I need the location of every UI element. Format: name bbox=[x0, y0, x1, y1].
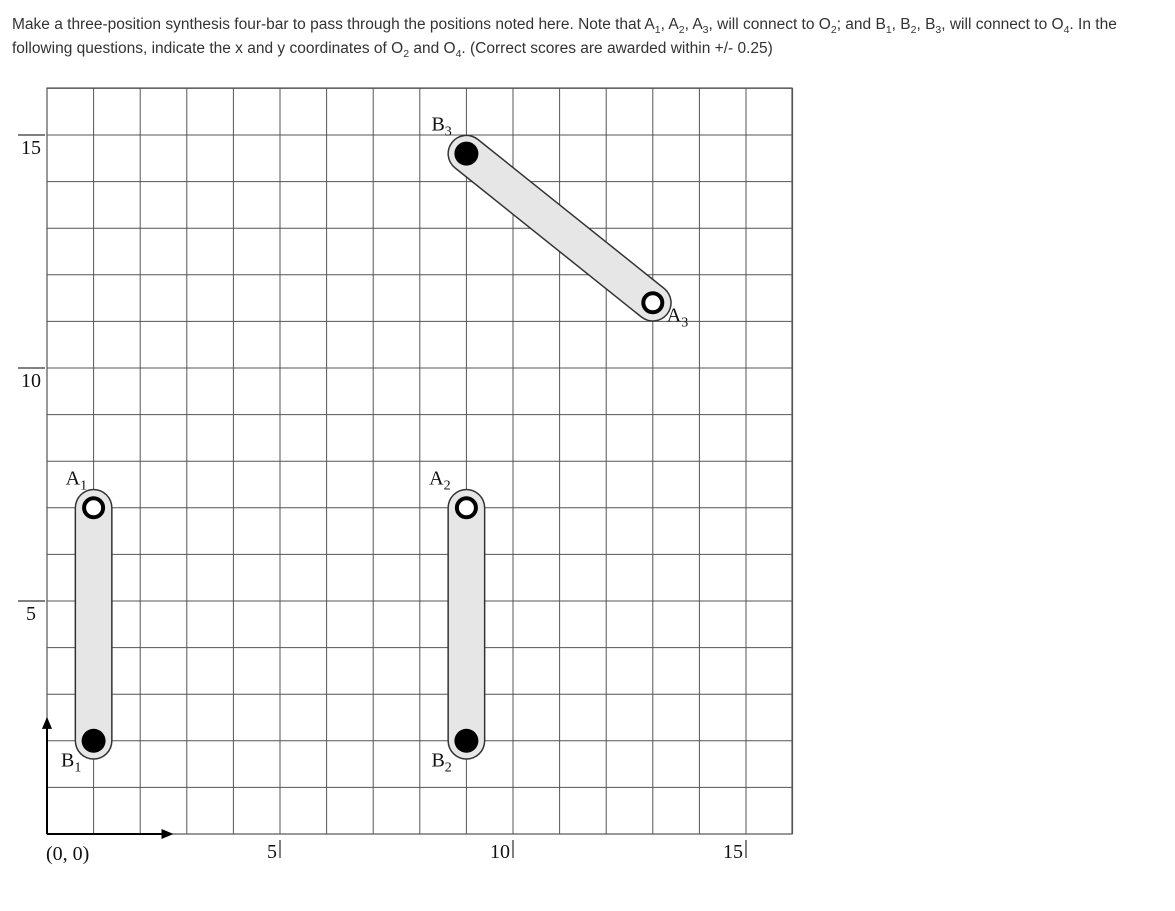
question-text-segment: , B bbox=[916, 16, 936, 33]
y-tick-label: 15 bbox=[21, 137, 41, 159]
links bbox=[74, 134, 672, 760]
point-label-subscript: 3 bbox=[445, 124, 452, 139]
point-label-b2: B2 bbox=[431, 749, 451, 775]
question-subscript: 4 bbox=[455, 48, 462, 61]
question-text-segment: . (Correct scores are awarded within +/-… bbox=[461, 40, 773, 57]
y-tick-label: 5 bbox=[26, 603, 36, 625]
point-label-a3: A3 bbox=[667, 304, 688, 330]
question-subscript: 2 bbox=[830, 24, 837, 37]
question-text-segment: and O bbox=[409, 40, 456, 57]
question-text-segment: , will connect to O bbox=[941, 16, 1064, 33]
point-label-letter: B bbox=[431, 749, 444, 771]
point-label-subscript: 1 bbox=[74, 760, 81, 775]
point-label-letter: A bbox=[667, 304, 682, 326]
x-tick-label: 10 bbox=[490, 841, 510, 863]
axes: (0, 0) 5 10 15 15 10 5 bbox=[18, 134, 747, 865]
question-text-segment: , will connect to O bbox=[708, 16, 831, 33]
point-label-a1: A1 bbox=[66, 468, 87, 494]
point-label-subscript: 3 bbox=[681, 315, 688, 330]
question-subscript: 2 bbox=[910, 24, 917, 37]
grid bbox=[46, 87, 794, 835]
point-label-b3: B3 bbox=[431, 113, 451, 139]
question-subscript: 4 bbox=[1063, 24, 1070, 37]
pin-b-filled-circle bbox=[454, 141, 479, 166]
question-text-segment: , B bbox=[891, 16, 911, 33]
pin-b-filled-circle bbox=[81, 728, 106, 753]
question-subscript: 1 bbox=[885, 24, 892, 37]
question-subscript: 3 bbox=[702, 24, 709, 37]
pin-a-open-circle bbox=[454, 496, 478, 520]
point-label-b1: B1 bbox=[61, 749, 81, 775]
grid-border bbox=[46, 87, 793, 835]
question-text-segment: ; and B bbox=[836, 16, 886, 33]
question-subscript: 1 bbox=[654, 24, 661, 37]
point-label-letter: A bbox=[66, 468, 81, 490]
point-label-a2: A2 bbox=[429, 468, 450, 494]
point-label-subscript: 2 bbox=[444, 479, 451, 494]
question-text-segment: , A bbox=[684, 16, 703, 33]
origin-label: (0, 0) bbox=[46, 843, 89, 865]
pin-b-filled-circle bbox=[454, 728, 479, 753]
question-subscript: 3 bbox=[935, 24, 942, 37]
link-body-position-3 bbox=[448, 136, 671, 321]
pin-a-open-circle bbox=[82, 496, 106, 520]
question-subscript: 2 bbox=[403, 48, 410, 61]
question-text: Make a three-position synthesis four-bar… bbox=[12, 13, 1172, 61]
question-text-segment: , A bbox=[660, 16, 679, 33]
x-tick-label: 5 bbox=[267, 841, 277, 863]
pin-a-open-circle bbox=[641, 291, 665, 315]
point-label-subscript: 1 bbox=[80, 479, 87, 494]
question-subscript: 2 bbox=[678, 24, 685, 37]
point-label-letter: B bbox=[61, 749, 74, 771]
point-label-letter: A bbox=[429, 468, 444, 490]
x-axis-arrow-head bbox=[161, 829, 174, 839]
point-label-subscript: 2 bbox=[445, 760, 452, 775]
question-text-segment: . In the following questions, indicate t… bbox=[12, 16, 1117, 57]
question-text-segment: Make a three-position synthesis four-bar… bbox=[12, 16, 655, 33]
point-label-letter: B bbox=[431, 113, 444, 135]
y-axis-arrow-head bbox=[42, 716, 52, 729]
y-tick-label: 10 bbox=[21, 370, 41, 392]
x-tick-label: 15 bbox=[723, 841, 743, 863]
